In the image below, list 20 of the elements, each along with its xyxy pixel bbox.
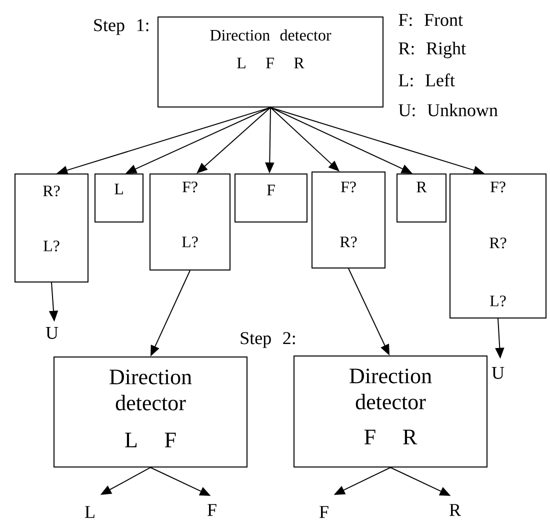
output-label: F — [320, 506, 328, 518]
output-label: R — [450, 504, 461, 516]
candidate-box: F? R? — [312, 172, 386, 268]
output-label: U — [492, 367, 504, 379]
legend-text: F: Front — [398, 14, 463, 26]
candidate-box: F? R? L? — [450, 174, 546, 318]
candidate-box: F? L? — [150, 174, 230, 270]
detector-box: Direction detector L F R — [158, 16, 384, 108]
detector-box: Direction detector F R — [294, 356, 488, 468]
output-label: L — [85, 506, 94, 518]
candidate-box: L — [94, 174, 144, 222]
legend-text: U: Unknown — [398, 104, 498, 116]
output-label: F — [208, 504, 216, 516]
candidate-box: R? L? — [14, 174, 88, 282]
output-label: U — [46, 327, 58, 339]
arrow — [270, 107, 340, 172]
step-label: Step 2: — [240, 332, 295, 348]
candidate-box: F — [234, 174, 308, 222]
detector-box: Direction detector L F — [54, 356, 248, 468]
candidate-box: R — [396, 174, 446, 222]
